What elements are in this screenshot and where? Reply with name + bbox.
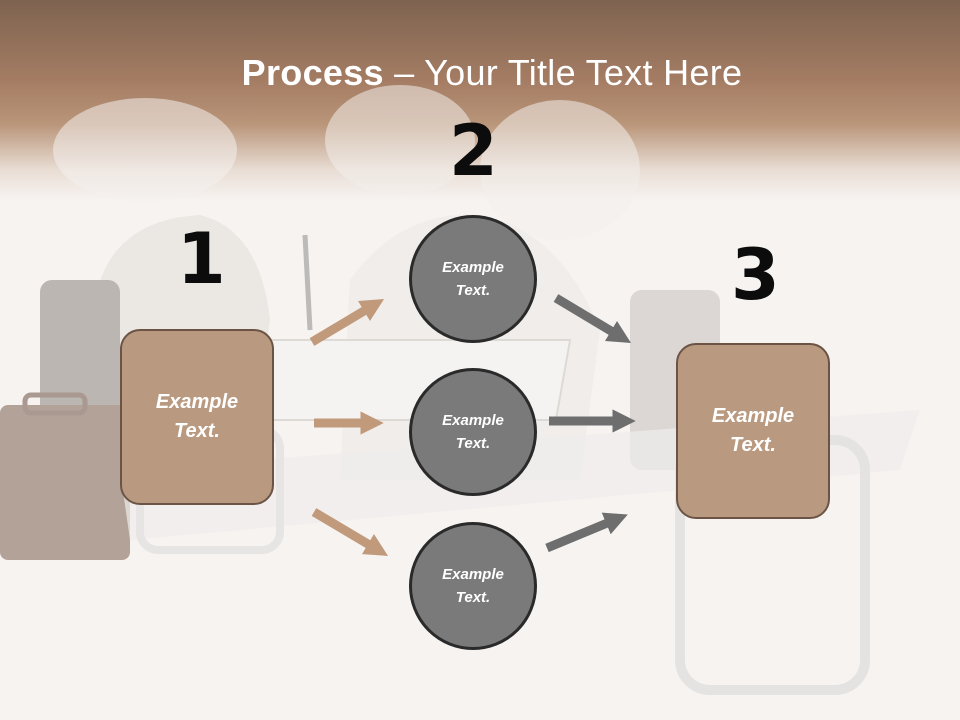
slide-title: Process – Your Title Text Here (0, 52, 960, 94)
step3-text-line2: Text. (730, 434, 776, 456)
step3-box[interactable]: Example Text. (676, 343, 830, 519)
title-bold-part: Process (241, 52, 384, 93)
circle-text-line1: Example (442, 259, 504, 276)
step1-box[interactable]: Example Text. (120, 329, 274, 505)
step2-circle-top[interactable]: Example Text. (409, 215, 537, 343)
step2-circle-middle[interactable]: Example Text. (409, 368, 537, 496)
step3-text-line1: Example (711, 405, 795, 427)
step2-circle-bottom[interactable]: Example Text. (409, 522, 537, 650)
step-number-3: 3 (731, 234, 780, 316)
circle-text-line1: Example (442, 566, 504, 583)
step-number-1: 1 (177, 218, 226, 300)
step-number-2: 2 (449, 110, 498, 192)
title-rest-part: – Your Title Text Here (383, 52, 743, 93)
circle-text-line2: Text. (455, 435, 491, 452)
step1-text-line1: Example (155, 391, 239, 413)
step1-text-line2: Text. (174, 420, 220, 442)
circle-text-line2: Text. (455, 282, 491, 299)
circle-text-line2: Text. (455, 589, 491, 606)
circle-text-line1: Example (442, 412, 504, 429)
